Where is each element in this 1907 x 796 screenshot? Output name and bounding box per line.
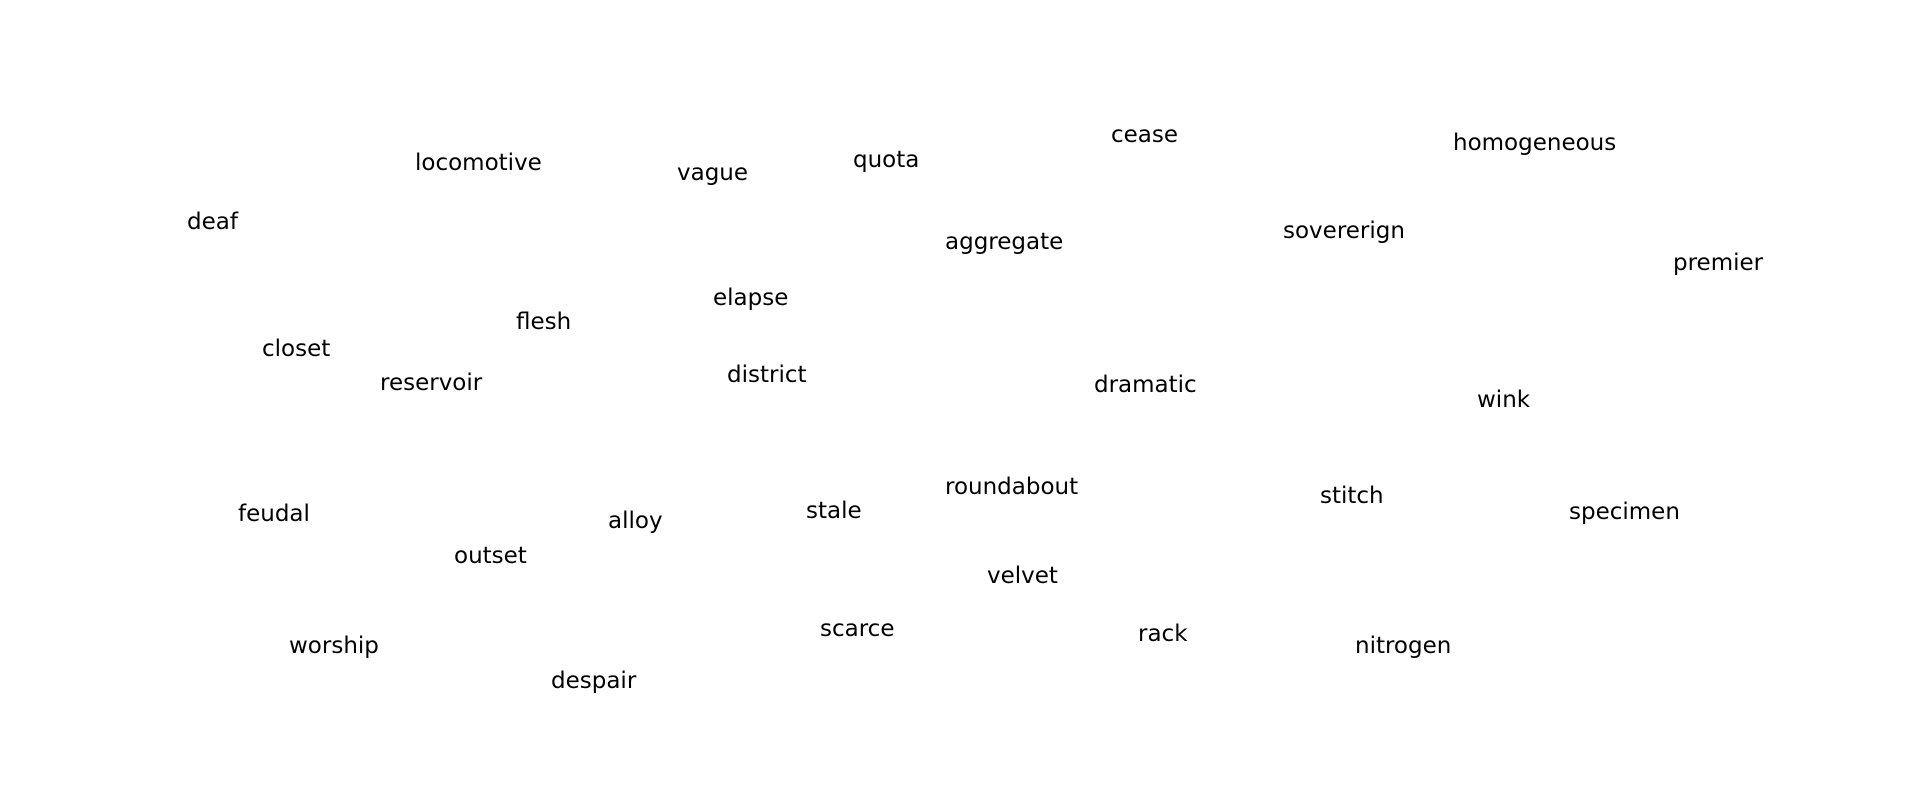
word-vague: vague	[677, 160, 749, 186]
word-alloy: alloy	[608, 508, 663, 534]
word-feudal: feudal	[238, 501, 310, 527]
word-deaf: deaf	[187, 209, 238, 235]
word-district: district	[727, 362, 807, 388]
word-reservoir: reservoir	[380, 370, 483, 396]
word-stale: stale	[806, 498, 862, 524]
word-scarce: scarce	[820, 616, 895, 642]
word-stitch: stitch	[1320, 483, 1384, 509]
word-wink: wink	[1477, 387, 1531, 413]
word-homogeneous: homogeneous	[1453, 130, 1617, 156]
word-despair: despair	[551, 668, 637, 694]
word-worship: worship	[289, 633, 379, 659]
word-roundabout: roundabout	[945, 474, 1079, 500]
word-premier: premier	[1673, 250, 1764, 276]
word-outset: outset	[454, 543, 527, 569]
word-rack: rack	[1138, 621, 1188, 647]
word-aggregate: aggregate	[945, 229, 1064, 255]
word-dramatic: dramatic	[1094, 372, 1197, 398]
word-cease: cease	[1111, 122, 1179, 148]
word-quota: quota	[853, 147, 920, 173]
word-flesh: flesh	[516, 309, 572, 335]
word-closet: closet	[262, 336, 331, 362]
word-nitrogen: nitrogen	[1355, 633, 1452, 659]
word-velvet: velvet	[987, 563, 1058, 589]
word-locomotive: locomotive	[415, 150, 542, 176]
word-elapse: elapse	[713, 285, 789, 311]
word-sovererign: sovererign	[1283, 218, 1405, 244]
word-specimen: specimen	[1569, 499, 1680, 525]
